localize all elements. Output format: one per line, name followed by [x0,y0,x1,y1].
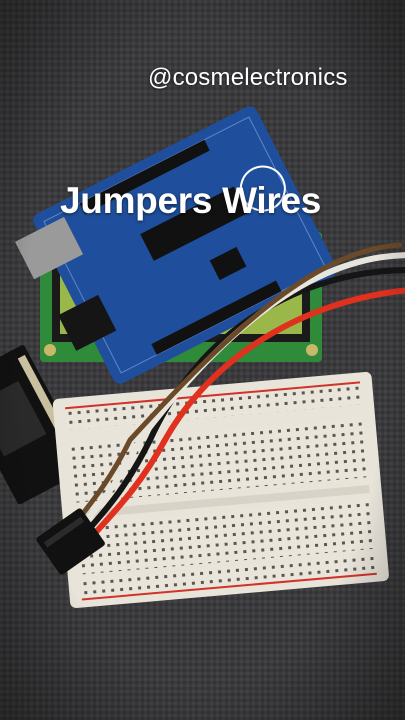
channel-handle: @cosmelectronics [148,64,348,91]
video-title: Jumpers Wires [60,180,322,221]
